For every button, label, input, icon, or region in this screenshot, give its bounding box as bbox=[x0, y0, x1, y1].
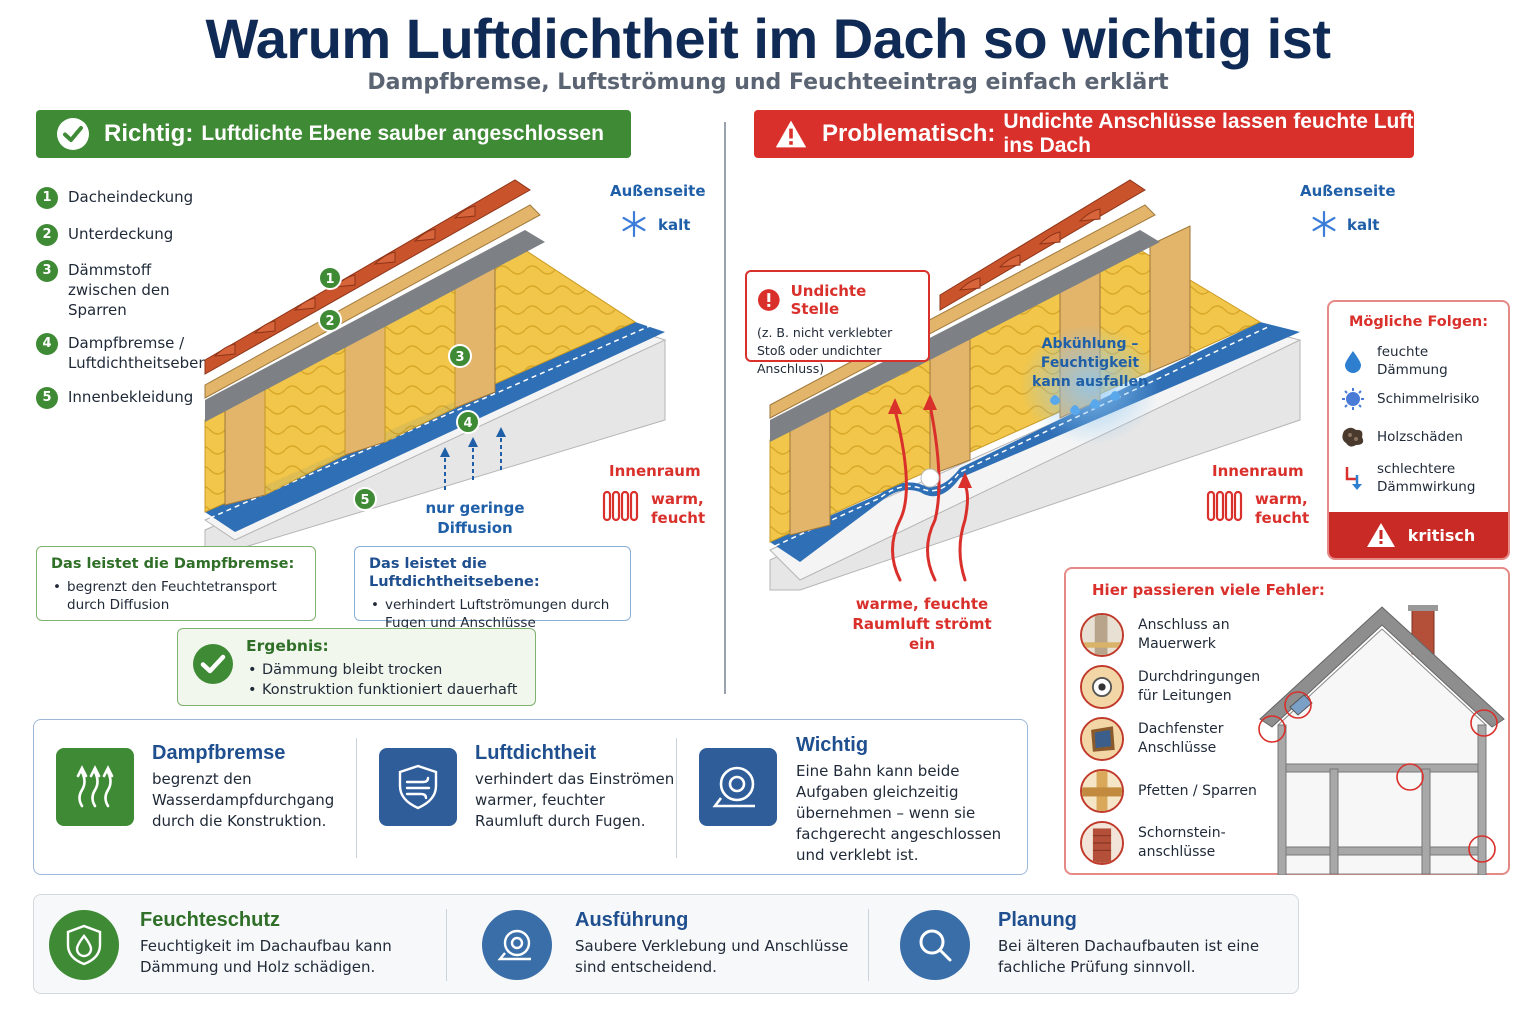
magnifier-icon bbox=[900, 910, 970, 980]
purlin-rafter-icon bbox=[1080, 769, 1124, 813]
vapor-arrows-icon bbox=[56, 748, 134, 826]
svg-text:1: 1 bbox=[325, 272, 334, 287]
check-circle-icon bbox=[56, 117, 90, 151]
bottom-text-planning: Bei älteren Dachaufbauten ist eine fachl… bbox=[998, 937, 1260, 976]
consequence-item: schlechtere Dämmwirkung bbox=[1339, 456, 1498, 500]
outside-temp-left: kalt bbox=[658, 216, 691, 234]
error-item: Dachfenster Anschlüsse bbox=[1080, 713, 1270, 765]
page-title: Warum Luftdichtheit im Dach so wichtig i… bbox=[205, 7, 1331, 70]
snowflake-icon bbox=[1310, 210, 1338, 242]
mold-icon bbox=[1339, 385, 1367, 413]
roof-section-correct: 1 2 3 4 5 bbox=[203, 179, 667, 550]
outside-label-right: Außenseite bbox=[1300, 182, 1396, 200]
info-text-vapor: begrenzt den Wasserdampfdurchgang durch … bbox=[152, 770, 335, 830]
banner-problem-text: Undichte Anschlüsse lassen feuchte Luft … bbox=[1003, 110, 1414, 157]
svg-text:2: 2 bbox=[325, 314, 334, 329]
consequences-panel: Mögliche Folgen: feuchte Dämmung Schimme… bbox=[1327, 300, 1510, 560]
wood-damage-icon bbox=[1339, 423, 1367, 451]
bottom-row-panel: Feuchteschutz Feuchtigkeit im Dachaufbau… bbox=[33, 894, 1299, 994]
inside-temp-left: warm, feucht bbox=[651, 490, 706, 527]
house-diagram bbox=[1258, 605, 1505, 875]
critical-footer: kritisch bbox=[1329, 512, 1508, 558]
airflow-label: warme, feuchte Raumluft strömt ein bbox=[852, 595, 992, 653]
error-item: Schornstein-anschlüsse bbox=[1080, 817, 1270, 869]
bottom-title-execution: Ausführung bbox=[575, 909, 689, 931]
banner-problem-head: Problematisch: bbox=[822, 120, 996, 147]
info-text-important: Eine Bahn kann beide Aufgaben gleichzeit… bbox=[796, 762, 1002, 864]
leak-callout: Undichte Stelle (z. B. nicht verklebter … bbox=[745, 270, 930, 376]
info-row-panel: Dampfbremse begrenzt den Wasserdampfdurc… bbox=[33, 719, 1028, 875]
inside-label-left: Innenraum bbox=[609, 462, 701, 480]
bottom-title-moisture: Feuchteschutz bbox=[140, 909, 281, 931]
masonry-connection-icon bbox=[1080, 613, 1124, 657]
page-subtitle: Dampfbremse, Luftströmung und Feuchteein… bbox=[367, 70, 1169, 95]
snowflake-icon bbox=[620, 210, 648, 242]
svg-text:5: 5 bbox=[360, 493, 369, 508]
banner-problem: Problematisch: Undichte Anschlüsse lasse… bbox=[754, 110, 1414, 158]
roof-window-icon bbox=[1080, 717, 1124, 761]
banner-correct-head: Richtig: bbox=[104, 120, 194, 147]
water-drop-icon bbox=[1339, 347, 1367, 375]
error-item: Durchdringungen für Leitungen bbox=[1080, 661, 1270, 713]
info-title-important: Wichtig bbox=[796, 734, 869, 756]
warning-icon bbox=[1366, 523, 1395, 547]
radiator-icon bbox=[601, 488, 641, 528]
shield-wind-icon bbox=[379, 748, 457, 826]
bottom-text-moisture: Feuchtigkeit im Dachaufbau kann Dämmung … bbox=[140, 937, 392, 976]
svg-text:3: 3 bbox=[455, 350, 464, 365]
outside-label-left: Außenseite bbox=[610, 182, 706, 200]
radiator-icon bbox=[1205, 488, 1245, 528]
banner-correct: Richtig: Luftdichte Ebene sauber angesch… bbox=[36, 110, 631, 158]
info-text-airtight: verhindert das Einströmen warmer, feucht… bbox=[475, 770, 675, 830]
banner-correct-text: Luftdichte Ebene sauber angeschlossen bbox=[201, 122, 604, 145]
info-title-airtight: Luftdichtheit bbox=[475, 742, 597, 764]
performance-down-icon bbox=[1339, 464, 1367, 492]
check-circle-icon bbox=[192, 643, 234, 690]
common-errors-panel: Hier passieren viele Fehler: Anschluss a… bbox=[1064, 567, 1510, 875]
center-divider bbox=[724, 122, 726, 694]
warning-icon bbox=[774, 117, 808, 151]
inside-temp-right: warm, feucht bbox=[1255, 490, 1310, 527]
airtight-layer-box: Das leistet die Luftdichtheitsebene: ver… bbox=[354, 546, 631, 631]
svg-text:4: 4 bbox=[463, 416, 472, 431]
outside-temp-right: kalt bbox=[1347, 216, 1380, 234]
tape-roll-icon bbox=[482, 910, 552, 980]
result-box: Ergebnis: Dämmung bleibt trockenKonstruk… bbox=[177, 628, 536, 706]
pipe-penetration-icon bbox=[1080, 665, 1124, 709]
tape-roll-icon bbox=[699, 748, 777, 826]
consequence-item: Schimmelrisiko bbox=[1339, 380, 1498, 418]
error-item: Pfetten / Sparren bbox=[1080, 765, 1270, 817]
vapor-barrier-box: Das leistet die Dampfbremse: begrenzt de… bbox=[36, 546, 316, 621]
chimney-icon bbox=[1080, 821, 1124, 865]
roof-section-problem bbox=[769, 179, 1302, 591]
cooling-label: Abkühlung – Feuchtigkeit kann ausfallen bbox=[1032, 336, 1148, 390]
diffusion-label: nur geringe Diffusion bbox=[425, 499, 525, 537]
shield-drop-icon bbox=[49, 910, 119, 980]
consequence-item: feuchte Dämmung bbox=[1339, 342, 1498, 380]
bottom-title-planning: Planung bbox=[998, 909, 1077, 931]
alert-icon bbox=[757, 289, 780, 311]
info-title-vapor: Dampfbremse bbox=[152, 742, 286, 764]
error-item: Anschluss an Mauerwerk bbox=[1080, 609, 1270, 661]
consequence-item: Holzschäden bbox=[1339, 418, 1498, 456]
bottom-text-execution: Saubere Verklebung und Anschlüsse sind e… bbox=[575, 937, 849, 976]
inside-label-right: Innenraum bbox=[1212, 462, 1304, 480]
